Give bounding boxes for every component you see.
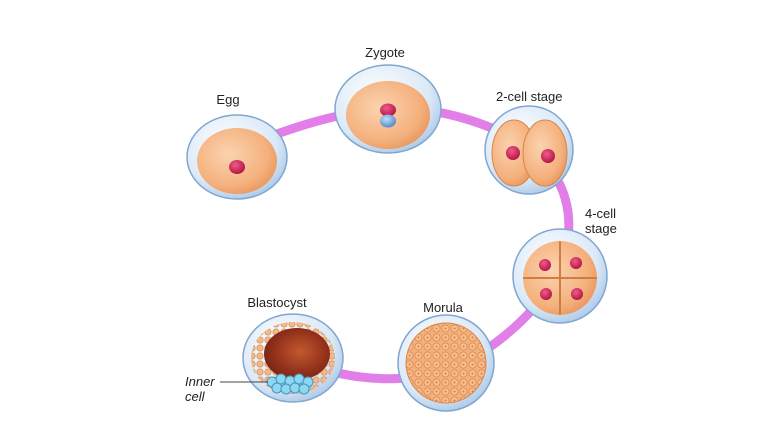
label-inner-line2: cell	[185, 389, 205, 404]
egg-nucleus	[229, 160, 245, 174]
blastocyst-stage	[242, 313, 344, 403]
two-cell-nucleus-right	[541, 149, 555, 163]
two-cell-nucleus-left	[506, 146, 520, 160]
label-blastocyst: Blastocyst	[247, 295, 307, 310]
label-four-cell-line1: 4-cell	[585, 206, 617, 221]
four-cell-nucleus-4	[571, 288, 583, 300]
label-two-cell: 2-cell stage	[496, 89, 563, 104]
label-four-cell-line2: stage	[585, 221, 617, 236]
label-inner-line1: Inner	[185, 374, 215, 389]
egg-stage	[186, 114, 288, 200]
blastocoel-cavity	[264, 328, 330, 380]
zygote-pronucleus-male	[380, 114, 396, 128]
morula-stage	[397, 314, 495, 412]
label-zygote: Zygote	[365, 45, 405, 60]
two-cell-stage	[484, 105, 574, 195]
label-morula: Morula	[423, 300, 463, 315]
four-cell-nucleus-1	[539, 259, 551, 271]
four-cell-nucleus-2	[570, 257, 582, 269]
four-cell-stage	[512, 228, 608, 324]
zygote-pronucleus-female	[380, 103, 396, 117]
inner-cell-mass	[266, 373, 314, 395]
label-egg: Egg	[216, 92, 240, 107]
four-cell-nucleus-3	[540, 288, 552, 300]
zygote-stage	[334, 64, 442, 154]
